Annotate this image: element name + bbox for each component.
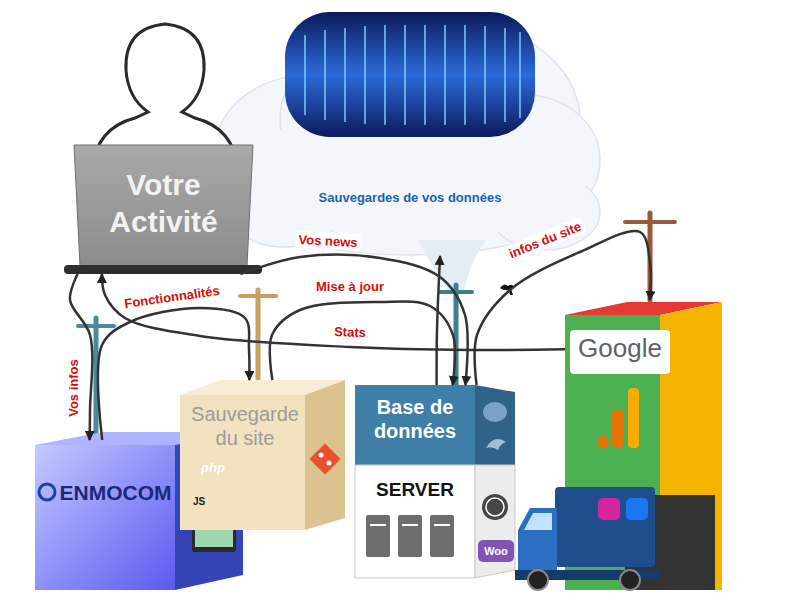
- database-building-part: [482, 494, 508, 520]
- backup-box: [180, 380, 345, 530]
- database-building-part: [430, 515, 454, 557]
- google-building-part: [612, 410, 623, 448]
- cloud-part: [504, 28, 506, 122]
- database-building-part: [370, 524, 386, 526]
- database-building: [355, 385, 515, 578]
- cloud-part: [484, 26, 486, 124]
- cloud-part: [324, 30, 326, 120]
- server-room-lines: [305, 25, 520, 125]
- database-building-part: [398, 515, 422, 557]
- wire-connector: [102, 274, 565, 350]
- google-building-part: [597, 436, 609, 448]
- database-building-part: [486, 439, 506, 450]
- google-building-part: [570, 330, 670, 374]
- database-building-part: [355, 465, 475, 578]
- google-building: Google: [565, 300, 725, 590]
- poles-part: [240, 294, 276, 298]
- node-title: Votre Activité: [72, 167, 255, 240]
- cloud-part: [404, 25, 406, 125]
- delivery-truck-part: [528, 570, 548, 590]
- cloud-part: [424, 25, 426, 125]
- backup-box-part: [309, 443, 340, 474]
- js-icon-label: JS: [193, 496, 205, 507]
- delivery-truck-part: [524, 513, 552, 530]
- poles-part: [625, 220, 675, 224]
- node-subtitle: SERVER: [355, 479, 475, 502]
- cloud: [215, 12, 600, 290]
- backup-box-part: [319, 453, 324, 458]
- cloud-part: [418, 240, 486, 290]
- cloud-part: [364, 26, 366, 124]
- database-building-part: [355, 385, 475, 465]
- database-building-part: [475, 385, 515, 465]
- laptop-screen: Votre Activité: [72, 145, 259, 274]
- cloud-part: [444, 25, 446, 125]
- database-building-part: [434, 524, 450, 526]
- delivery-truck-part: [518, 508, 557, 578]
- google-building-part: [628, 388, 639, 448]
- node-title: Sauvegarde du site: [185, 402, 305, 450]
- php-icon-label: php: [201, 460, 225, 475]
- wire-label: Vos news: [295, 231, 361, 251]
- delivery-truck-part: [626, 498, 648, 520]
- delivery-truck-part: [555, 487, 655, 567]
- database-building-part: [483, 402, 507, 422]
- backup-box-part: [305, 380, 345, 530]
- woo-icon-label: Woo: [484, 545, 508, 557]
- node-title: Google: [570, 334, 670, 364]
- node-title: Sauvegardes de vos données: [225, 190, 595, 206]
- wire-label: infos du site: [504, 217, 587, 264]
- wire-connector: [240, 255, 467, 385]
- cloud-part: [519, 32, 521, 118]
- backup-box-part: [180, 395, 305, 530]
- database-building-part: [478, 540, 514, 562]
- enmocom-building-part: [39, 484, 55, 500]
- delivery-truck-part: [598, 498, 620, 520]
- site-backup-box: Sauvegarde du site: [180, 380, 345, 530]
- wire-label: Mise à jour: [313, 278, 387, 295]
- database-building-part: [475, 465, 515, 578]
- delivery-truck-part: [620, 570, 640, 590]
- cloud-part: [464, 25, 466, 125]
- node-title: Base de données: [355, 395, 475, 443]
- node-title: ENMOCOM: [53, 480, 178, 505]
- poles-part: [256, 290, 261, 380]
- backup-box-part: [327, 461, 332, 466]
- enmocom-building-part: [35, 445, 175, 590]
- delivery-truck: [515, 487, 660, 590]
- database-building-part: [366, 515, 390, 557]
- wire-label: Stats: [331, 323, 369, 341]
- wire-label: Vos infos: [65, 356, 82, 420]
- database-building-part: [486, 498, 504, 516]
- cloud-part: [384, 25, 386, 125]
- cloud-part: [344, 28, 346, 122]
- laptop: [64, 145, 262, 274]
- wires: [70, 231, 651, 440]
- database-building-part: [402, 524, 418, 526]
- poles-part: [78, 324, 114, 328]
- cloud-part: [285, 12, 535, 137]
- backup-cloud: Sauvegardes de vos données: [225, 8, 599, 256]
- cloud-part: [304, 35, 306, 115]
- wire-label: Fonctionnalités: [120, 281, 223, 312]
- laptop-part: [64, 265, 262, 274]
- wire-connector: [437, 256, 440, 385]
